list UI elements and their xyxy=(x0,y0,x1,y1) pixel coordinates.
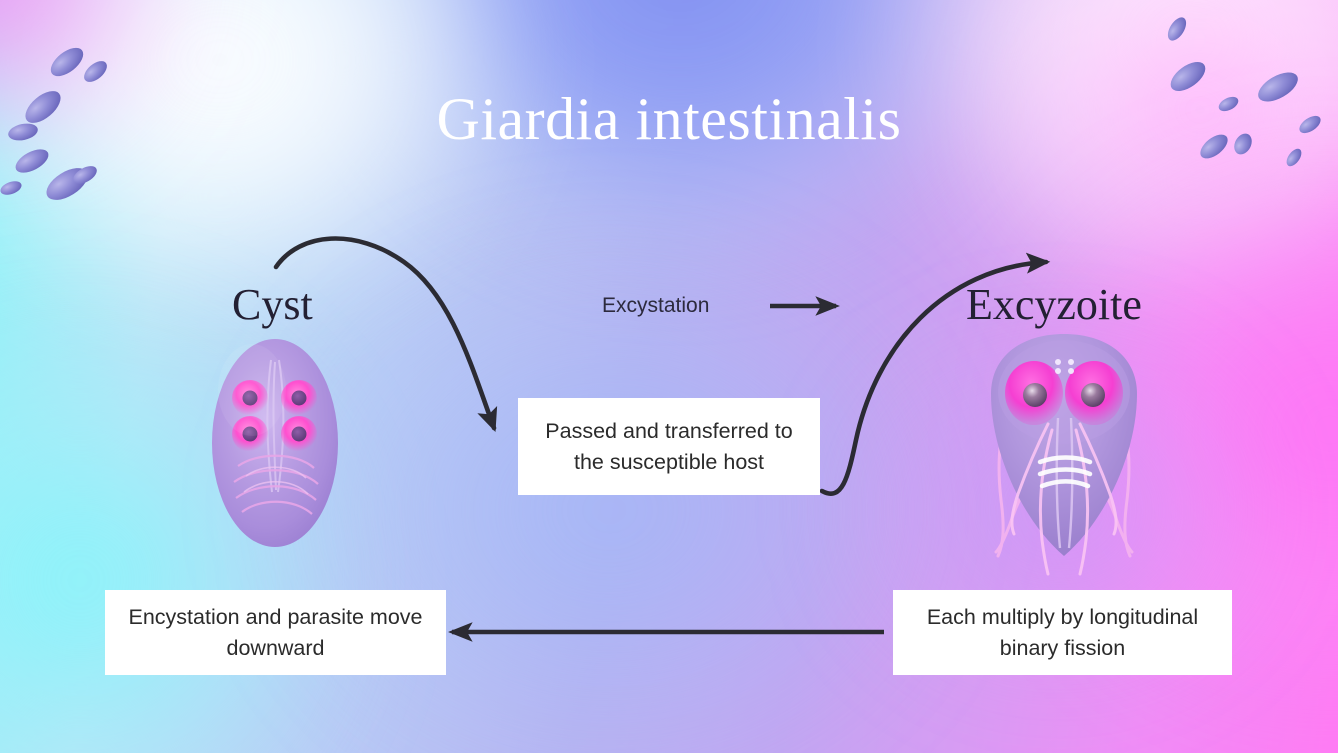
stage-label-excyzoite: Excyzoite xyxy=(966,280,1142,329)
stage-label-cyst: Cyst xyxy=(232,280,313,329)
transition-label-excystation: Excystation xyxy=(602,294,710,317)
callout-passed-transferred: Passed and transferred to the susceptibl… xyxy=(518,398,820,495)
callout-encystation: Encystation and parasite move downward xyxy=(105,590,446,675)
page-title: Giardia intestinalis xyxy=(436,86,902,152)
callout-binary-fission: Each multiply by longitudinal binary fis… xyxy=(893,590,1232,675)
